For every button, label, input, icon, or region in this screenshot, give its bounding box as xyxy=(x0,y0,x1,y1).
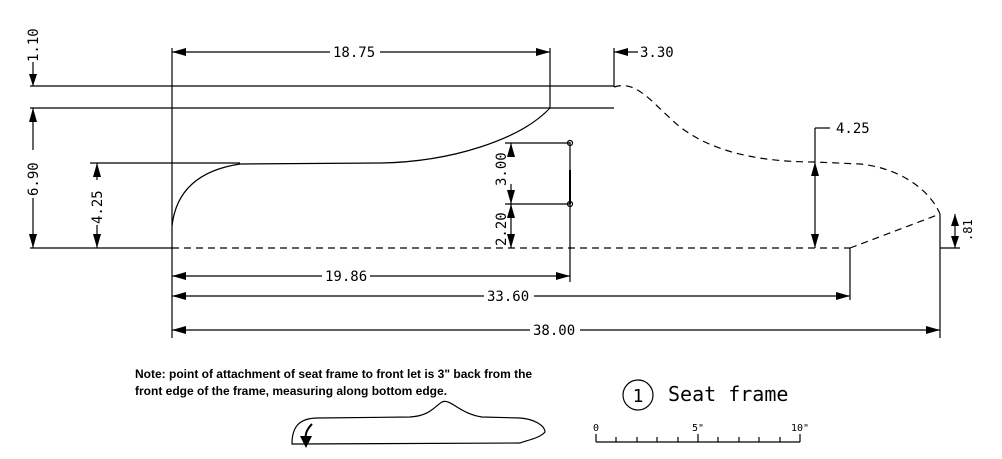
dim-3-30: 3.30 xyxy=(614,45,674,61)
dim-4-25-right: 4.25 xyxy=(811,121,870,248)
scale-label-0: 0 xyxy=(593,423,599,434)
note-line-1: Note: point of attachment of seat frame … xyxy=(135,367,532,381)
dim-19-86-arrow-right xyxy=(556,272,570,280)
dim-19-86: 19.86 xyxy=(172,269,570,285)
dim-6-90-arrow-top xyxy=(29,108,37,122)
attachment-note: Note: point of attachment of seat frame … xyxy=(135,367,532,398)
title-block: 1 Seat frame xyxy=(622,379,788,411)
dim-18-75-label: 18.75 xyxy=(333,45,375,61)
dim-3-00: 3.00 xyxy=(494,143,515,204)
title-text: Seat frame xyxy=(668,382,788,406)
dim-33-60-arrow-right xyxy=(836,292,850,300)
dim-2-20-label: 2.20 xyxy=(494,212,510,246)
seat-top-curve xyxy=(171,107,551,227)
dim-1-10-arrow xyxy=(29,74,37,86)
dim-4-25-left: 4.25 xyxy=(90,163,106,248)
dim-0-81-label: .81 xyxy=(961,219,975,241)
reference-lines xyxy=(30,48,960,338)
dim-38-00-arrow-left xyxy=(172,326,186,334)
dim-38-00-label: 38.00 xyxy=(533,323,575,339)
dim-4-25-left-arrow-bottom xyxy=(93,234,101,248)
note-line-2: front edge of the frame, measuring along… xyxy=(135,384,447,398)
thumbnail-sketch xyxy=(291,400,546,448)
title-number-circle xyxy=(622,379,654,411)
dim-3-30-arrow xyxy=(614,48,628,56)
dim-4-25-right-label: 4.25 xyxy=(836,121,870,137)
dim-19-86-label: 19.86 xyxy=(325,269,367,285)
scale-label-5: 5" xyxy=(692,423,704,434)
rear-slope-dashed xyxy=(849,213,941,249)
dim-38-00-arrow-right xyxy=(926,326,940,334)
dim-6-90: 6.90 xyxy=(26,108,42,248)
thumbnail-outline xyxy=(291,400,546,445)
dim-0-81-arrow-bottom xyxy=(951,236,959,248)
dim-6-90-arrow-bottom xyxy=(29,234,37,248)
scale-bar: 0 5" 10" xyxy=(593,423,809,443)
dim-18-75: 18.75 xyxy=(172,45,550,61)
scale-label-10: 10" xyxy=(791,423,809,434)
title-number: 1 xyxy=(633,386,644,407)
seat-back-dashed-curve xyxy=(613,85,941,215)
dim-18-75-arrow-right xyxy=(536,48,550,56)
thumbnail-arrow-head xyxy=(300,436,312,448)
dim-3-30-label: 3.30 xyxy=(640,45,674,61)
dim-6-90-label: 6.90 xyxy=(26,162,42,196)
ref-point-top xyxy=(566,139,574,147)
dim-3-00-label: 3.00 xyxy=(494,152,510,186)
frame-outline xyxy=(171,48,941,249)
dim-3-00-arrow-bottom xyxy=(507,190,515,204)
dim-19-86-arrow-left xyxy=(172,272,186,280)
dim-38-00: 38.00 xyxy=(172,323,940,339)
dim-3-00-arrow-top xyxy=(507,143,515,157)
dim-33-60-label: 33.60 xyxy=(487,289,529,305)
dim-18-75-arrow-left xyxy=(172,48,186,56)
dim-0-81: .81 xyxy=(951,214,975,248)
dim-4-25-left-arrow-top xyxy=(93,163,101,177)
dim-33-60: 33.60 xyxy=(172,289,850,305)
dim-1-10: 1.10 xyxy=(26,28,42,86)
dim-0-81-arrow-top xyxy=(951,214,959,226)
dim-4-25-right-arrow-top xyxy=(811,162,819,176)
dim-2-20: 2.20 xyxy=(494,204,515,248)
dim-2-20-arrow-top xyxy=(507,204,515,218)
dim-2-20-arrow-bottom xyxy=(507,234,515,248)
dim-4-25-right-arrow-bottom xyxy=(811,234,819,248)
dim-4-25-left-label: 4.25 xyxy=(90,190,106,224)
dim-1-10-label: 1.10 xyxy=(26,28,42,62)
dim-33-60-arrow-left xyxy=(172,292,186,300)
